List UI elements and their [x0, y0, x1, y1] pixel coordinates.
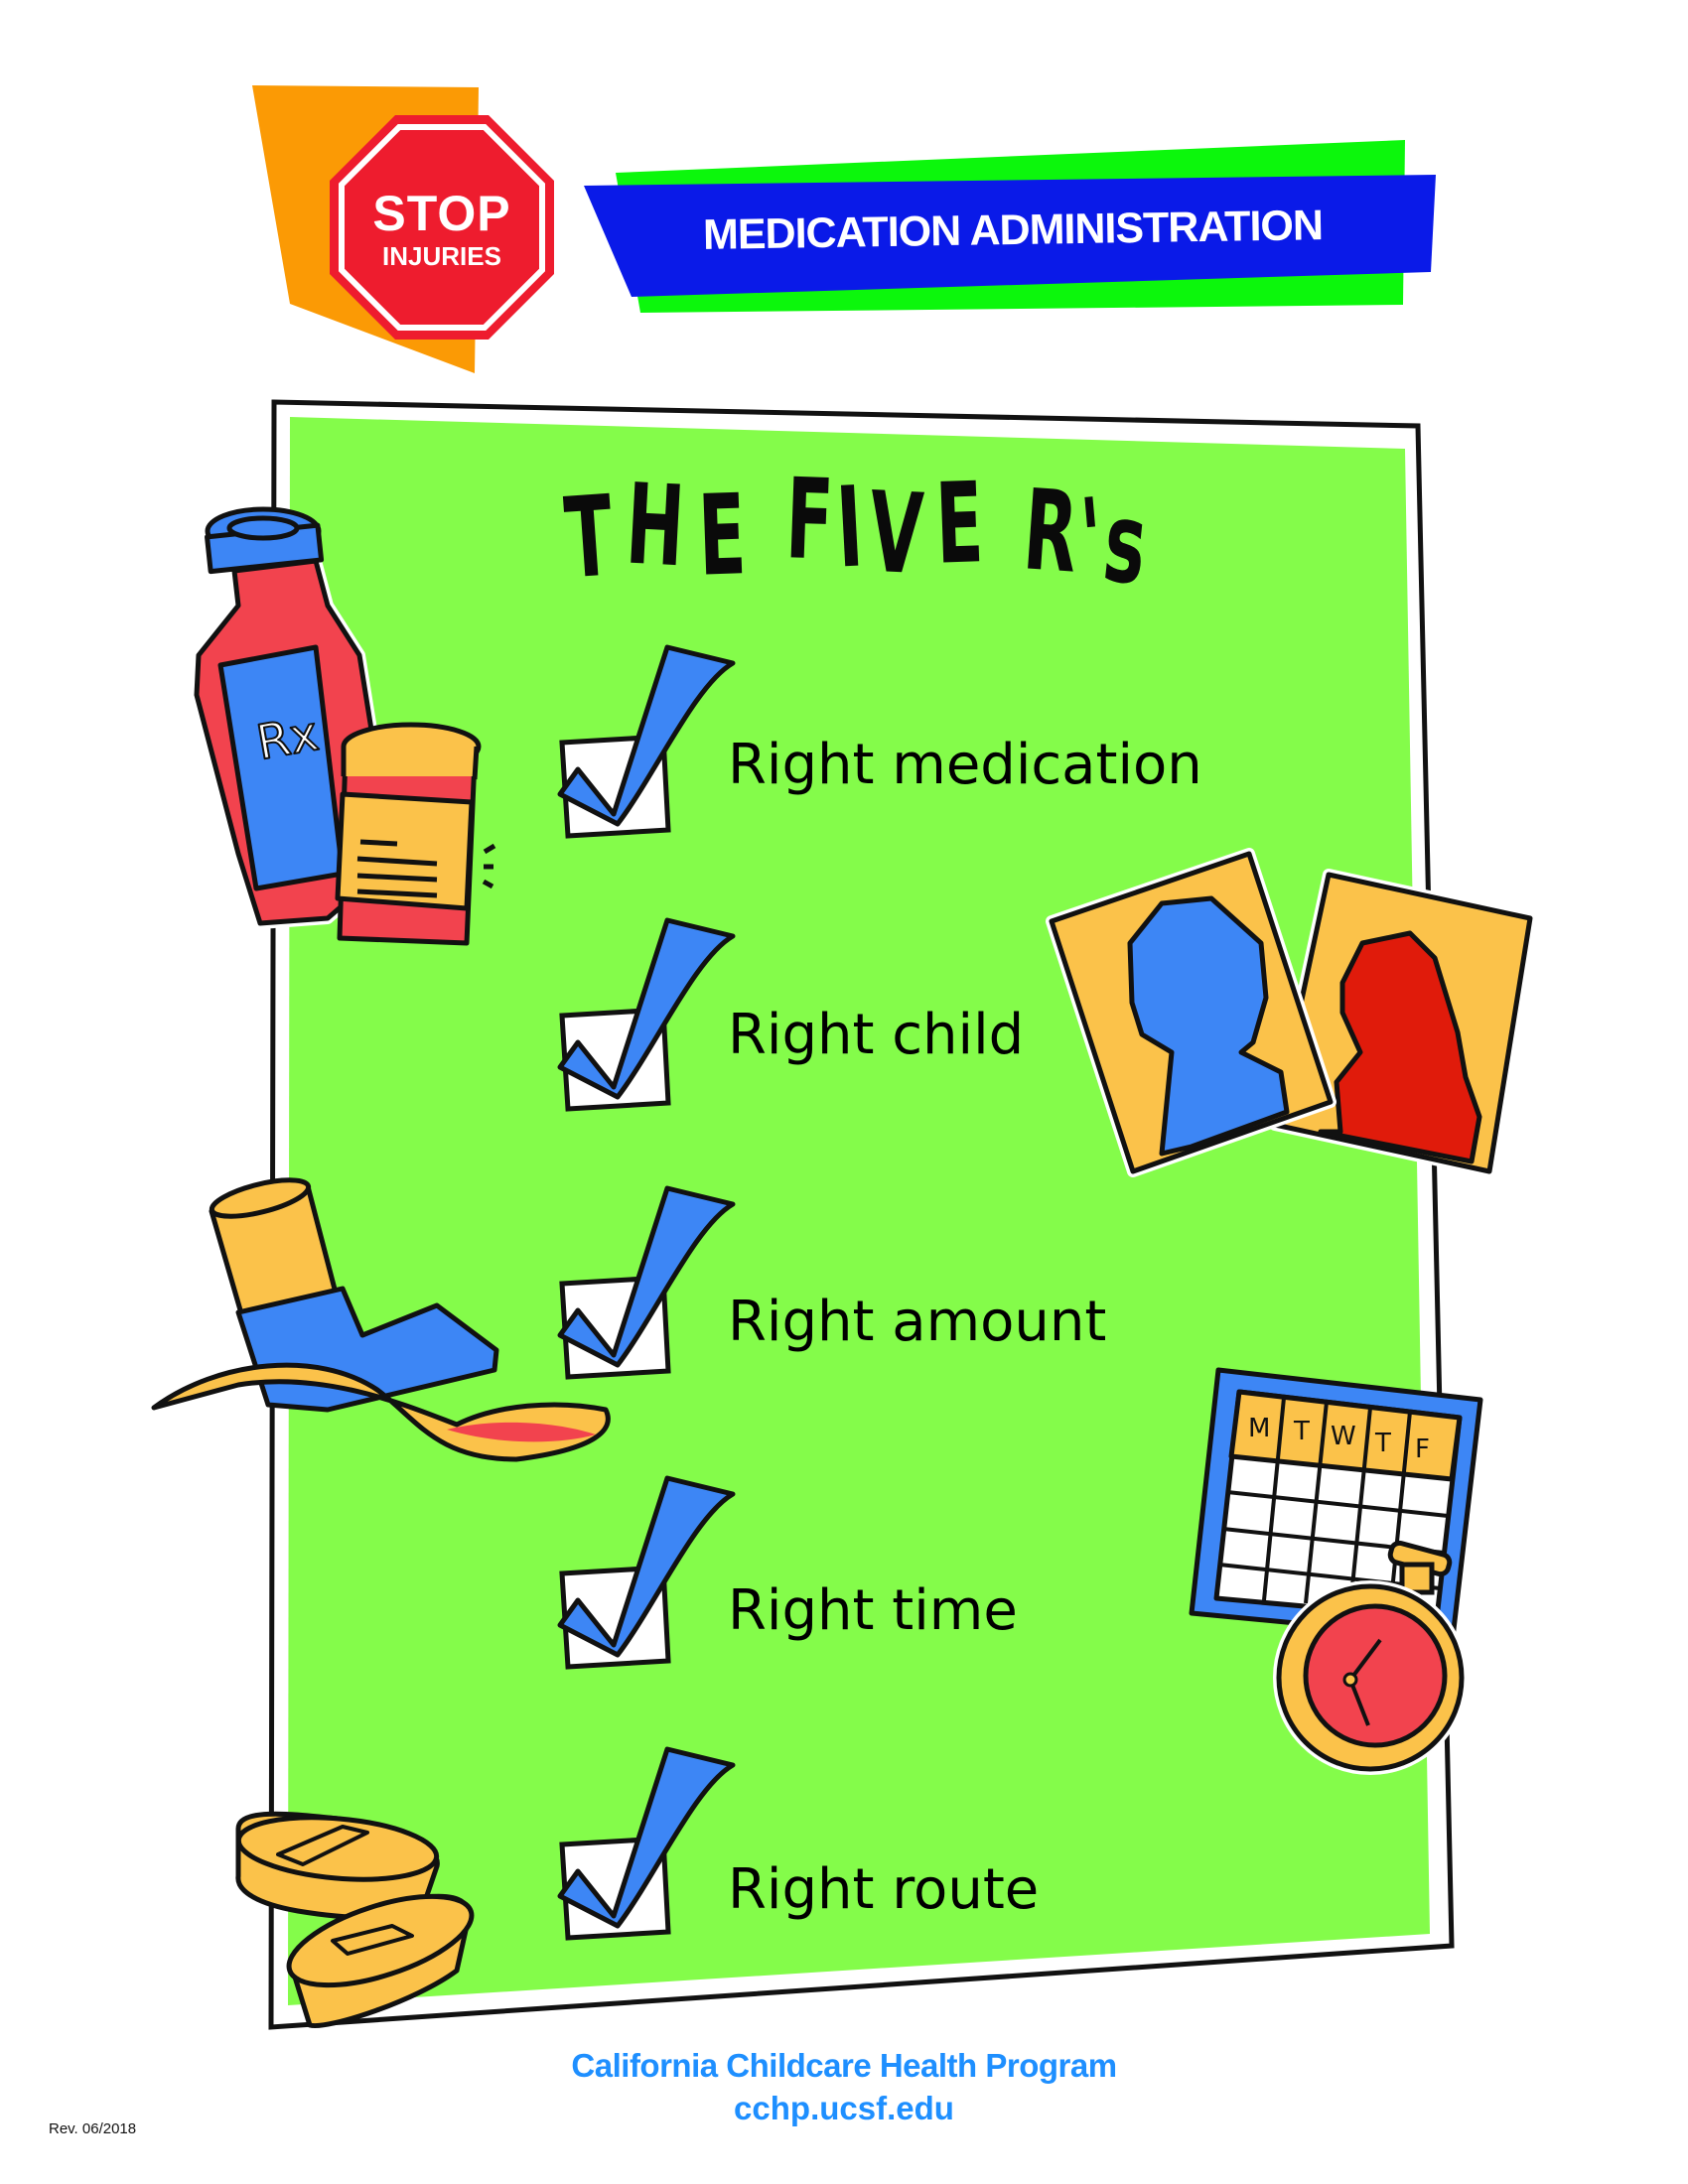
stop-badge-text: STOP — [372, 186, 511, 241]
list-item-right-medication: Right medication — [728, 733, 1202, 797]
title-letter — [750, 475, 774, 586]
checkbox-checked-icon[interactable] — [557, 917, 736, 1112]
portraits-icon — [1046, 848, 1536, 1177]
checkmark-icon — [557, 1746, 736, 1929]
calendar-day-t2: T — [1374, 1429, 1391, 1458]
title-letter: E — [696, 471, 749, 602]
poster-title: THE FIVE R's — [551, 455, 1187, 623]
banner-blue-ribbon — [584, 175, 1436, 297]
title-letter: T — [561, 472, 618, 605]
title-letter — [986, 475, 1010, 586]
title-letter: H — [623, 460, 688, 593]
medicine-jar-icon — [335, 722, 496, 946]
calendar-day-m: M — [1248, 1414, 1270, 1443]
calendar-day-w: W — [1331, 1422, 1356, 1451]
list-item-right-amount: Right amount — [728, 1290, 1107, 1354]
title-letter: R — [1019, 466, 1082, 599]
list-item-right-child: Right child — [728, 1003, 1025, 1067]
checkmark-icon — [557, 1185, 736, 1368]
calendar-day-f: F — [1415, 1434, 1430, 1464]
list-item-right-time: Right time — [728, 1578, 1018, 1643]
title-letter: I — [833, 463, 867, 594]
checkmark-icon — [557, 644, 736, 827]
svg-text:Rx: Rx — [252, 706, 323, 771]
list-item-right-route: Right route — [728, 1857, 1040, 1922]
inhaler-icon — [151, 1177, 611, 1462]
checkbox-checked-icon[interactable] — [557, 1746, 736, 1941]
stop-badge-subtext: INJURIES — [382, 241, 501, 271]
checkbox-checked-icon[interactable] — [557, 1185, 736, 1380]
stop-sign-icon — [330, 115, 554, 340]
stopwatch-icon — [1273, 1540, 1468, 1775]
poster-title-text: THE FIVE R's — [551, 455, 1152, 611]
calendar-day-t1: T — [1293, 1417, 1310, 1446]
checkbox-checked-icon[interactable] — [557, 1475, 736, 1670]
checkmark-icon — [557, 917, 736, 1100]
title-letter: F — [782, 455, 835, 586]
revision-date: Rev. 06/2018 — [49, 2120, 137, 2137]
checkmark-icon — [557, 1475, 736, 1658]
medicine-bottle-icon: Rx — [191, 506, 385, 929]
title-letter: V — [865, 468, 926, 601]
footer-website-link[interactable]: cchp.ucsf.edu — [734, 2090, 954, 2126]
footer-organization: California Childcare Health Program — [571, 2047, 1117, 2084]
pills-icon — [235, 1811, 475, 2029]
title-letter: E — [932, 459, 985, 590]
title-letter: s — [1097, 478, 1153, 611]
checkbox-checked-icon[interactable] — [557, 644, 736, 839]
